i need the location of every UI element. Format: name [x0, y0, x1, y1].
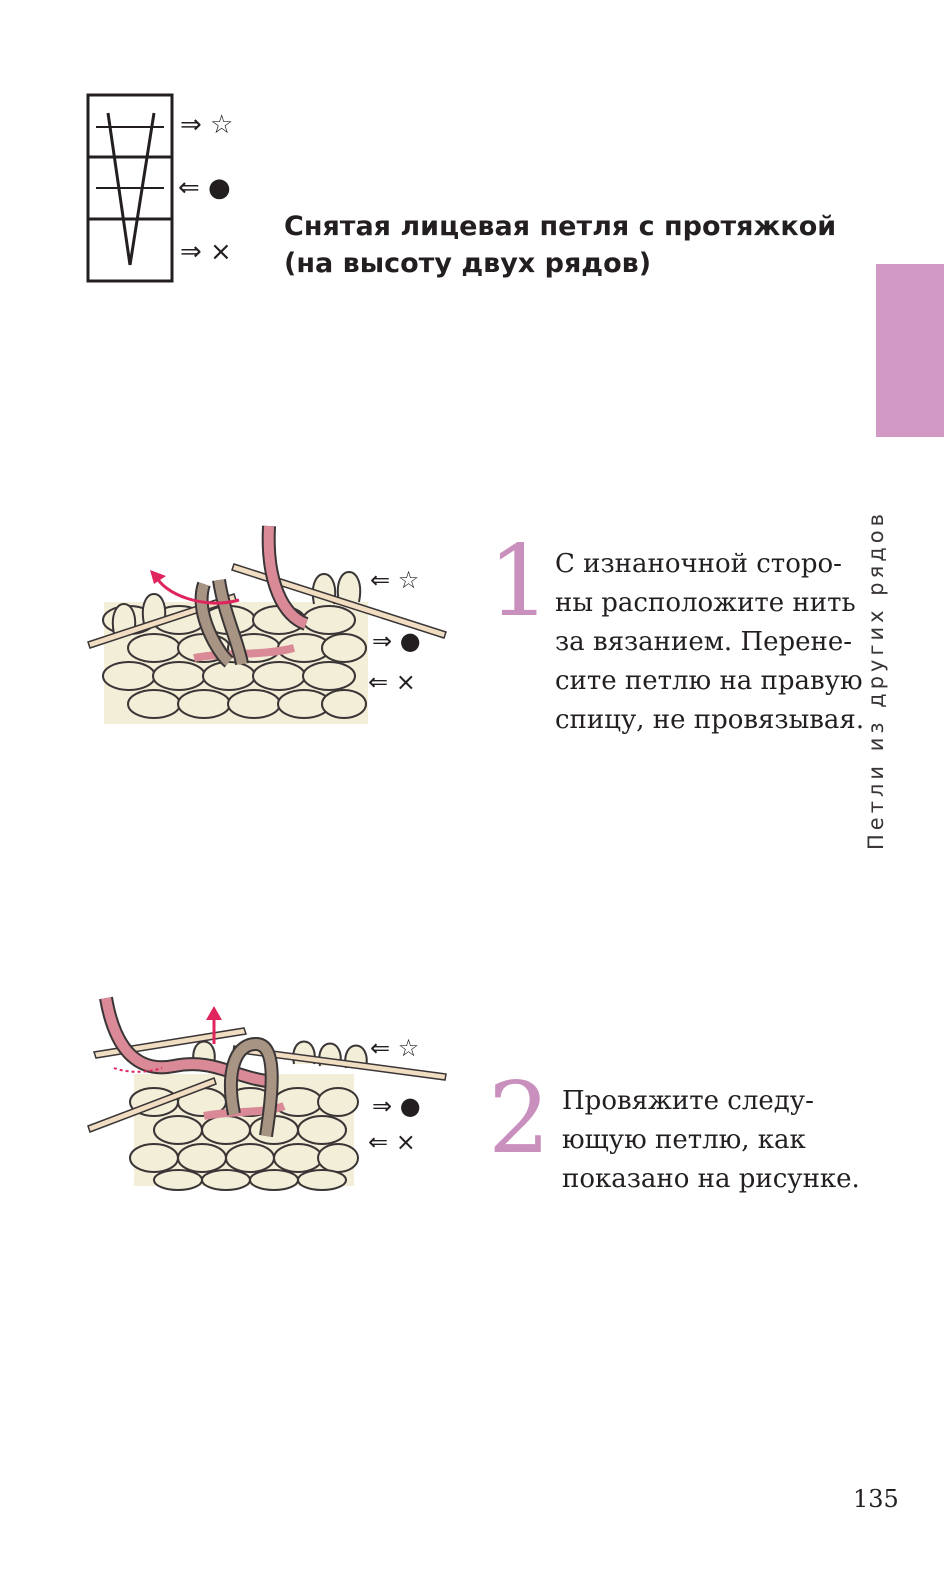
step-1-row-marker: ⇐ × — [368, 668, 416, 696]
step-1-line: спицу, не провязывая. — [555, 705, 865, 735]
chart-row-marker: ⇐ ● — [178, 173, 231, 203]
symbol-chart: ⇒ ☆ ⇐ ● ⇒ × — [86, 93, 233, 283]
step-2-row-marker: ⇐ ☆ — [370, 1034, 419, 1062]
step-1-line: ны расположите нить — [555, 588, 856, 618]
chapter-tab — [876, 264, 944, 437]
step-1-line: сите петлю на правую — [555, 666, 863, 696]
step-2-line: ющую петлю, как — [562, 1125, 806, 1155]
page-number: 135 — [853, 1485, 899, 1513]
step-1-text: С изнаночной сторо- ны расположите нить … — [555, 545, 864, 740]
step-2-illustration: ⇐ ☆ ⇒ ● ⇐ × — [87, 996, 447, 1191]
chapter-label: Петли из других рядов — [864, 510, 888, 850]
step-2-text: Провяжите следу- ющую петлю, как показан… — [562, 1082, 860, 1199]
step-1-line: С изнаночной сторо- — [555, 549, 842, 579]
step-1-row-marker: ⇐ ☆ — [370, 566, 419, 594]
title-line-1: Снятая лицевая петля с протяжкой — [284, 211, 837, 242]
section-title: Снятая лицевая петля с протяжкой (на выс… — [284, 208, 854, 282]
step-2-line: Провяжите следу- — [562, 1086, 814, 1116]
step-1-illustration: ⇐ ☆ ⇒ ● ⇐ × — [87, 525, 447, 724]
step-2-row-marker: ⇐ × — [368, 1128, 416, 1156]
step-2-row-marker: ⇒ ● — [372, 1092, 421, 1120]
step-2-line: показано на рисунке. — [562, 1164, 860, 1194]
step-2-number: 2 — [488, 1062, 551, 1176]
chart-row-marker: ⇒ ☆ — [180, 110, 233, 140]
step-1-number: 1 — [488, 525, 551, 639]
step-1-row-marker: ⇒ ● — [372, 627, 421, 655]
chart-row-marker: ⇒ × — [180, 237, 232, 267]
title-line-2: (на высоту двух рядов) — [284, 248, 652, 279]
step-1-line: за вязанием. Перене- — [555, 627, 853, 657]
